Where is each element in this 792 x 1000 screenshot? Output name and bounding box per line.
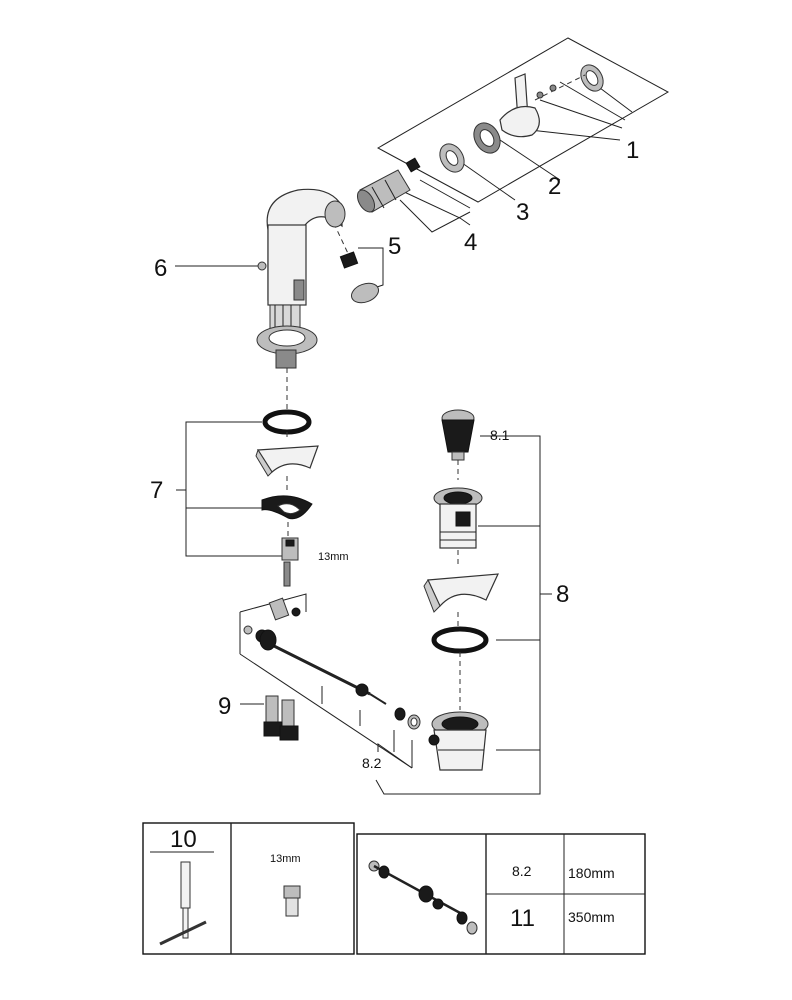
tool-10-key bbox=[159, 861, 207, 946]
wrench-13mm-socket bbox=[283, 885, 301, 917]
lever-handle bbox=[499, 73, 540, 138]
part-2-ring bbox=[473, 122, 501, 154]
part-4-cartridge bbox=[356, 157, 421, 213]
callout-2: 2 bbox=[548, 173, 561, 200]
callout-6: 6 bbox=[154, 255, 167, 282]
handle-assembly-group bbox=[356, 37, 670, 233]
part-1-cap-ring bbox=[580, 64, 604, 92]
wrench-size-label: 13mm bbox=[318, 551, 349, 563]
rod-length-table bbox=[356, 833, 646, 955]
tool-number: 10 bbox=[170, 826, 197, 853]
callout-5: 5 bbox=[388, 233, 401, 260]
part-6-faucet-body bbox=[175, 188, 346, 369]
callout-8: 8 bbox=[556, 581, 569, 608]
callout-4: 4 bbox=[464, 229, 477, 256]
tool-table bbox=[142, 822, 355, 955]
tool-size: 13mm bbox=[270, 853, 301, 865]
part-7-mounting-set bbox=[176, 409, 319, 587]
row-part-2: 11 bbox=[510, 905, 535, 932]
callout-8-2: 8.2 bbox=[362, 755, 382, 771]
row-length-1: 180mm bbox=[568, 865, 615, 881]
callout-1: 1 bbox=[626, 137, 639, 164]
rod-icon bbox=[368, 860, 478, 935]
pop-up-linkage bbox=[239, 593, 421, 769]
part-9-connection-hoses bbox=[240, 695, 299, 741]
row-part-1: 8.2 bbox=[512, 863, 532, 879]
callout-7: 7 bbox=[150, 477, 163, 504]
callout-8-1: 8.1 bbox=[490, 427, 510, 443]
part-8-waste-set bbox=[375, 409, 552, 795]
callout-9: 9 bbox=[218, 693, 231, 720]
part-3-nut bbox=[439, 143, 465, 173]
part-5-aerator bbox=[329, 214, 384, 304]
callout-3: 3 bbox=[516, 199, 529, 226]
row-length-2: 350mm bbox=[568, 909, 615, 925]
